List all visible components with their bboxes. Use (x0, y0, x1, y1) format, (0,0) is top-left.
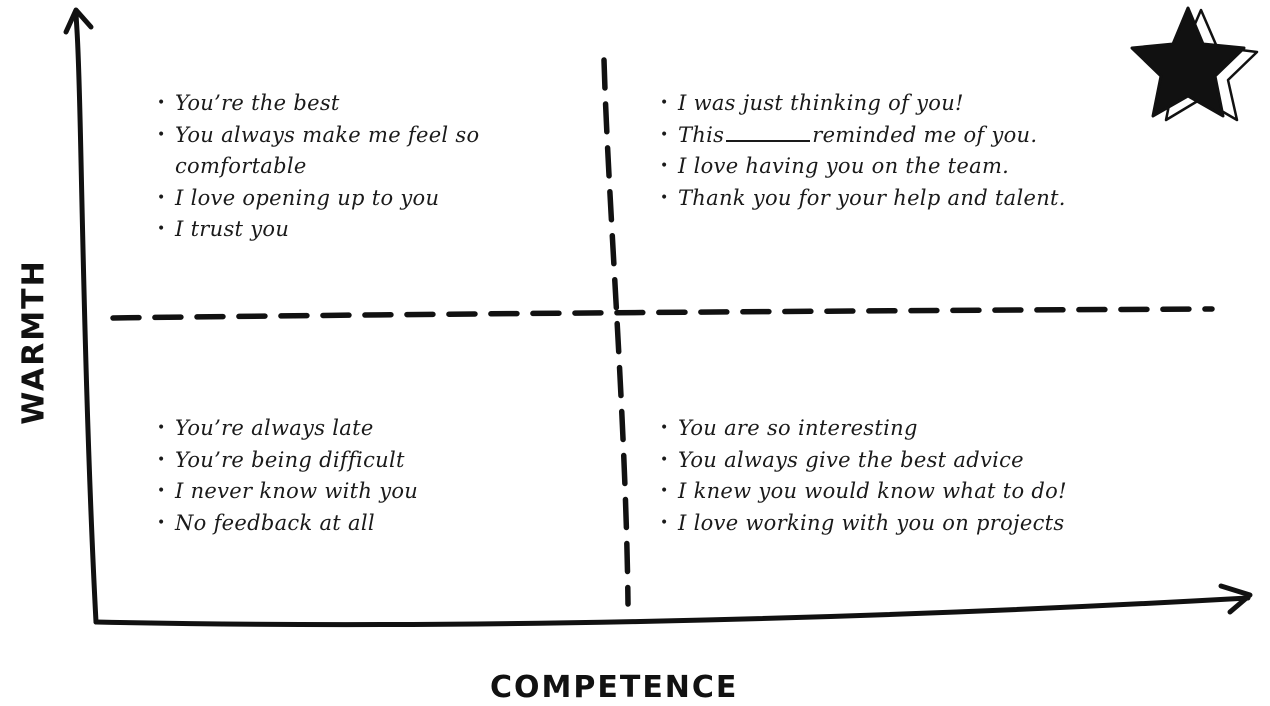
quadrant-top-right: I was just thinking of you! This reminded… (658, 88, 1118, 214)
list-item: I was just thinking of you! (658, 88, 1118, 120)
x-axis-line (93, 595, 1251, 628)
list-item: You always give the best advice (658, 445, 1128, 477)
list-item: I love working with you on projects (658, 508, 1128, 540)
y-axis-arrowhead (63, 7, 94, 35)
list-item: No feedback at all (155, 508, 485, 540)
list-item: I knew you would know what to do! (658, 476, 1128, 508)
list-item: You are so interesting (658, 413, 1128, 445)
fill-in-suffix: reminded me of you. (812, 122, 1038, 147)
quadrant-bottom-right: You are so interesting You always give t… (658, 413, 1128, 539)
y-axis-line (73, 9, 99, 625)
y-axis-label: WARMTH (16, 259, 52, 425)
list-item: You’re always late (155, 413, 485, 445)
list-item: I love opening up to you (155, 183, 485, 215)
horizontal-dashed-divider (110, 306, 1215, 321)
x-axis-arrowhead (1218, 583, 1253, 615)
fill-in-blank (726, 121, 811, 142)
list-item: You’re being difficult (155, 445, 485, 477)
fill-in-prefix: This (678, 122, 725, 147)
list-item: I love having you on the team. (658, 151, 1118, 183)
quadrant-bottom-left: You’re always late You’re being difficul… (155, 413, 485, 539)
list-item-fill-in: This reminded me of you. (658, 120, 1118, 152)
list-item: I never know with you (155, 476, 485, 508)
x-axis-label: COMPETENCE (490, 670, 739, 705)
list-item: I trust you (155, 214, 485, 246)
list-item: You always make me feel so comfortable (155, 120, 485, 183)
star-icon (1130, 6, 1259, 122)
vertical-dashed-divider (601, 57, 631, 607)
quadrant-top-left: You’re the best You always make me feel … (155, 88, 485, 246)
list-item: Thank you for your help and talent. (658, 183, 1118, 215)
list-item: You’re the best (155, 88, 485, 120)
